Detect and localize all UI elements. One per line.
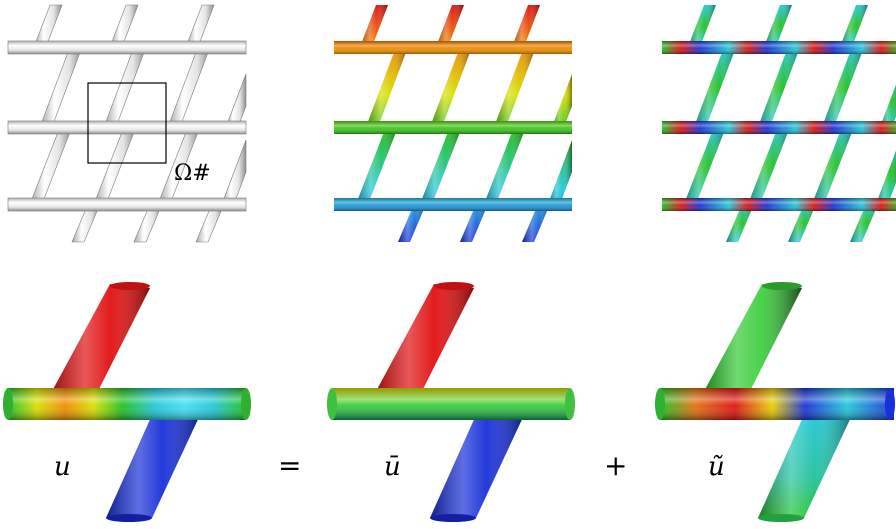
cell-u-bar xyxy=(327,282,575,522)
periodic-cell-box xyxy=(87,82,167,164)
cell-u xyxy=(3,282,251,522)
u-tilde-label: ũ xyxy=(708,452,725,482)
equals-sign: = xyxy=(278,449,301,482)
lattice-oscillating-panel xyxy=(662,5,896,242)
lattice-gray-panel: Ω# xyxy=(7,4,247,243)
omega-sharp-label: Ω# xyxy=(174,161,211,186)
omega-sharp-text: Ω# xyxy=(174,161,211,186)
cell-u-tilde xyxy=(655,282,895,522)
u-bar-label: ū xyxy=(384,452,401,482)
plus-sign: + xyxy=(604,449,627,482)
u-label: u xyxy=(54,452,71,482)
lattice-rainbow-panel xyxy=(334,5,572,242)
